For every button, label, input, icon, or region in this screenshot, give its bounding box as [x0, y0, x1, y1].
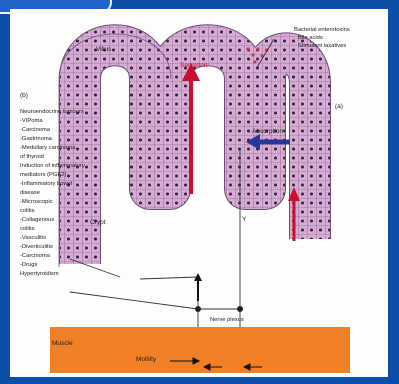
intestine-diagram: Villus Secretion Absorption Crypt (b) (a…	[10, 9, 388, 377]
diagram-figure: Villus Secretion Absorption Crypt (b) (a…	[10, 9, 388, 377]
nerve-plexus-label: Nerve plexus	[210, 317, 244, 323]
absorption-label: Absorption	[252, 128, 283, 135]
cause-item: -VIPoma	[20, 118, 43, 124]
cause-item: disease	[20, 190, 40, 196]
bacterial-line: Bile acids	[298, 35, 323, 41]
cause-item: colitis	[20, 226, 35, 232]
y-mark: Y	[242, 216, 247, 223]
motility-label: Motility	[136, 356, 157, 363]
cause-item: colitis	[20, 208, 35, 214]
cause-item: Hypertyroidism	[20, 271, 59, 277]
bacterial-line: Bacterial enterotoxins	[294, 27, 350, 33]
cause-item: -Vasculitis	[20, 235, 46, 241]
cause-item: -Microscopic	[20, 199, 53, 205]
panel-a-label: (a)	[335, 103, 343, 110]
secretion-label: Secretion	[180, 62, 208, 69]
crypt-label: Crypt	[90, 219, 106, 226]
cause-item: -Carcinoma	[20, 127, 51, 133]
muscle-label: Muscle	[52, 340, 73, 347]
nerve-plexus-line: Nerve plexus	[210, 317, 244, 323]
cause-item: -Drugs	[20, 262, 37, 268]
cause-item: -Collagenous	[20, 217, 54, 223]
muscle-layer	[50, 327, 350, 373]
cause-item: -Carcinoma	[20, 253, 51, 259]
bacterial-line: Stimulant laxatives	[298, 43, 346, 49]
panel-b-label: (b)	[20, 92, 28, 99]
cause-item: -Inflammatory bowel	[20, 181, 72, 187]
villus-label: Villus	[96, 46, 112, 53]
cause-item: Induction of inflammatory	[20, 163, 85, 169]
cause-item: of thyroid	[20, 154, 44, 160]
cause-item: mediators (PGE2)	[20, 172, 66, 178]
cause-item: -Gastrinoma	[20, 136, 53, 142]
bacterial-list: Bacterial enterotoxins Bile acids Stimul…	[294, 27, 351, 49]
cause-item: -Medullary carcinoma	[20, 145, 76, 151]
cause-item: Neuroendocrine tumours	[20, 109, 84, 115]
cause-item: -Diverticulitis	[20, 244, 53, 250]
